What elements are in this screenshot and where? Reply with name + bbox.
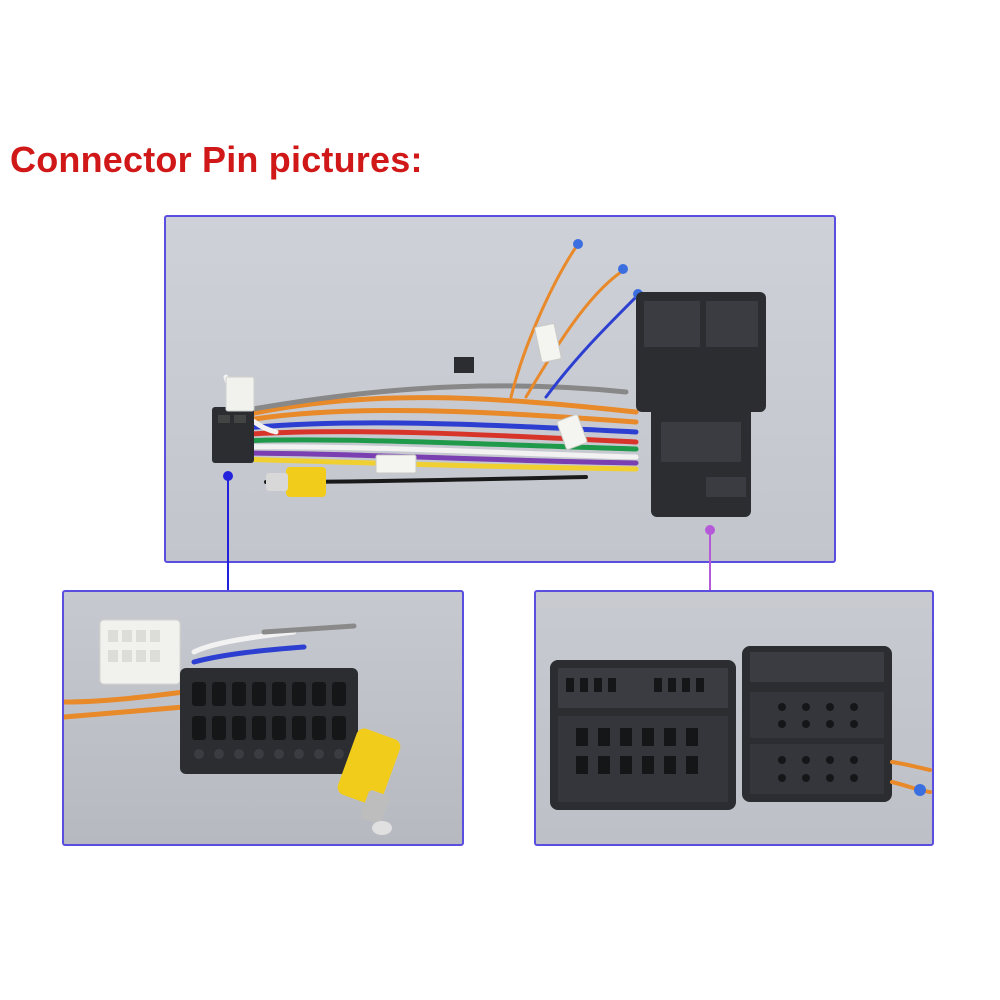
quadlock-connector-icon [550, 646, 932, 810]
harness-overview-photo [164, 215, 836, 563]
iso-connector-icon [64, 619, 401, 835]
page-title: Connector Pin pictures: [10, 139, 423, 180]
wire-harness-icon [212, 239, 766, 517]
iso-plug-closeup-photo [62, 590, 464, 846]
quadlock-plug-closeup-photo [534, 590, 934, 846]
